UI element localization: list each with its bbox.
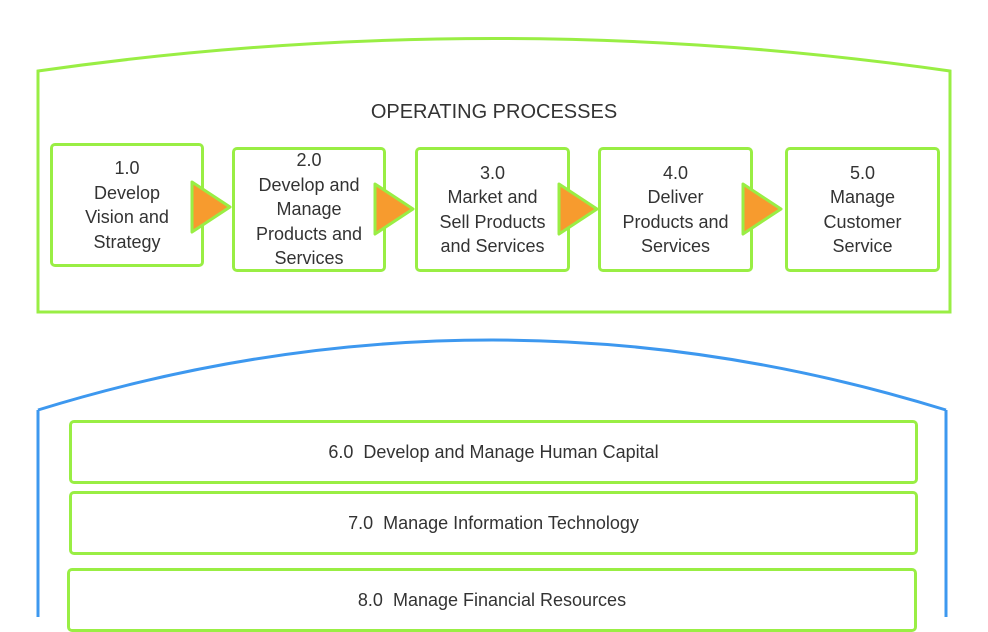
process-label-line: Strategy (93, 231, 161, 252)
process-box-2: 2.0 Develop and Manage Products and Serv… (232, 147, 386, 272)
process-number: 5.0 (849, 162, 876, 183)
support-process-8: 8.0 Manage Financial Resources (67, 568, 917, 632)
support-processes-frame (36, 338, 948, 617)
process-label-line: Manage (276, 199, 342, 220)
process-label-line: Services (274, 248, 344, 269)
process-box-3: 3.0 Market and Sell Products and Service… (415, 147, 570, 272)
operating-processes-title: OPERATING PROCESSES (370, 101, 618, 123)
process-label-line: Services (640, 236, 711, 256)
process-label-line: Products and (622, 211, 729, 232)
support-process-7: 7.0 Manage Information Technology (69, 491, 918, 555)
flow-arrow-icon (741, 182, 783, 236)
process-label-line: Market and (447, 187, 538, 207)
process-label-line: Develop (93, 182, 161, 203)
process-number: 1.0 (114, 158, 140, 178)
process-label-line: Develop and (258, 174, 360, 195)
process-label-line: and Services (440, 236, 545, 256)
process-number: 4.0 (662, 162, 689, 183)
support-process-label: 8.0 Manage Financial Resources (357, 589, 627, 610)
flow-arrow-icon (373, 182, 415, 236)
process-box-4: 4.0 Deliver Products and Services (598, 147, 753, 272)
process-box-5: 5.0 Manage Customer Service (785, 147, 940, 272)
process-label-line: Deliver (647, 187, 704, 207)
support-process-label: 7.0 Manage Information Technology (348, 512, 639, 533)
process-label-line: Service (832, 236, 893, 256)
flow-arrow-icon (557, 182, 599, 236)
process-label-line: Sell Products (439, 211, 546, 232)
process-label-line: Customer (823, 211, 902, 232)
flow-arrow-icon (190, 180, 232, 234)
process-number: 3.0 (479, 162, 506, 183)
frames-layer (36, 37, 952, 617)
support-process-6: 6.0 Develop and Manage Human Capital (69, 420, 918, 484)
process-label-line: Vision and (85, 207, 169, 227)
process-number: 2.0 (296, 150, 322, 171)
support-process-label: 6.0 Develop and Manage Human Capital (328, 441, 659, 462)
process-box-1: 1.0 Develop Vision and Strategy (50, 143, 204, 267)
operating-processes-frame (36, 37, 952, 314)
process-label-line: Products and (255, 223, 363, 244)
process-label-line: Manage (829, 187, 896, 207)
